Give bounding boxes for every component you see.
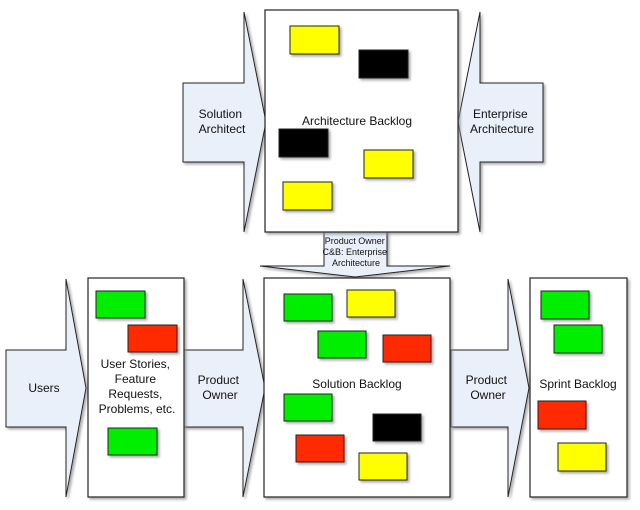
product-owner-arrow-2 <box>450 278 530 498</box>
product-owner-down-label: Product Owner C&B: Enterprise Architectu… <box>322 236 389 268</box>
solution-architect-label: Solution Architect <box>199 107 246 136</box>
user-stories-card-1 <box>95 290 146 319</box>
enterprise-architecture-arrow <box>457 11 544 233</box>
sprint-card-1 <box>540 290 590 320</box>
user-stories-card-3 <box>107 427 158 456</box>
solution-backlog-title: Solution Backlog <box>312 377 401 391</box>
solution-card-2 <box>346 289 396 318</box>
solution-card-6 <box>372 413 422 442</box>
users-arrow <box>5 278 87 498</box>
architecture-card-5 <box>282 181 333 211</box>
solution-card-8 <box>358 452 408 481</box>
architecture-card-4 <box>363 149 414 179</box>
architecture-card-3 <box>278 128 329 158</box>
architecture-card-2 <box>358 49 409 79</box>
sprint-card-2 <box>553 324 603 354</box>
product-owner-down-arrow <box>259 229 451 278</box>
product-owner-1-label: Product Owner <box>198 373 243 402</box>
sprint-card-3 <box>537 400 587 430</box>
user-stories-card-2 <box>127 324 178 353</box>
sprint-backlog-title: Sprint Backlog <box>539 377 616 391</box>
enterprise-architecture-label: Enterprise Architecture <box>470 107 534 136</box>
solution-card-4 <box>382 334 432 363</box>
user-stories-title: User Stories, Feature Requests, Problems… <box>99 357 176 416</box>
architecture-backlog-title: Architecture Backlog <box>302 114 412 128</box>
sprint-backlog-box: Sprint Backlog <box>529 277 628 498</box>
solution-card-1 <box>283 293 333 322</box>
architecture-backlog-box: Architecture Backlog <box>264 9 459 233</box>
solution-architect-arrow <box>182 11 267 233</box>
product-owner-2-label: Product Owner <box>466 373 511 402</box>
solution-backlog-box: Solution Backlog <box>263 277 451 498</box>
product-owner-arrow-1 <box>183 278 266 498</box>
solution-card-5 <box>283 393 333 422</box>
architecture-card-1 <box>289 25 340 55</box>
sprint-card-4 <box>557 442 607 472</box>
users-label: Users <box>28 381 59 395</box>
solution-card-3 <box>317 330 367 359</box>
user-stories-box: User Stories, Feature Requests, Problems… <box>87 277 185 498</box>
solution-card-7 <box>295 434 345 463</box>
